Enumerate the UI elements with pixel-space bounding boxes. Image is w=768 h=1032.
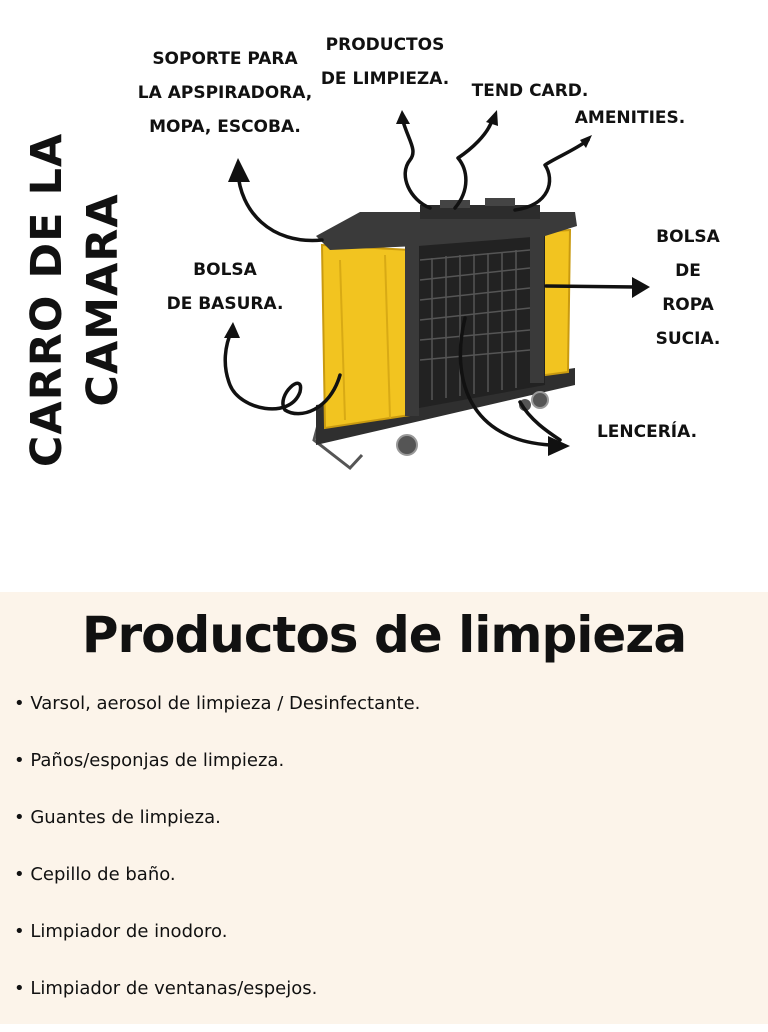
list-item: • Paños/esponjas de limpieza.: [14, 750, 285, 771]
label-bolsa-ropa: BOLSA DE ROPA SUCIA.: [655, 227, 721, 349]
supplies-caddy: [420, 205, 540, 219]
products-title: Productos de limpieza: [81, 606, 687, 664]
label-lenceria: LENCERÍA.: [596, 422, 698, 442]
wheel-back-right: [531, 391, 549, 409]
arrow-bolsa-ropa: [544, 284, 640, 289]
arrow-productos: [400, 116, 432, 210]
diagram-section: CARRO DE LA CAMARA: [22, 35, 721, 471]
list-item: • Cepillo de baño.: [14, 864, 176, 885]
products-list: • Varsol, aerosol de limpieza / Desinfec…: [14, 690, 420, 1032]
arrow-amenities: [513, 138, 590, 212]
arrow-soporte: [236, 170, 324, 243]
label-tend-card: TEND CARD.: [471, 81, 589, 101]
arrow-tend-card: [453, 116, 495, 210]
arrow-lenceria-2: [518, 400, 562, 442]
cart-cabinet: [408, 228, 545, 410]
label-amenities: AMENITIES.: [574, 108, 686, 128]
list-item: • Limpiador de inodoro.: [14, 921, 228, 942]
wheel-front-left: [396, 434, 418, 456]
arrow-lenceria-1: [458, 316, 552, 447]
list-item: • Guantes de limpieza.: [14, 807, 221, 828]
label-soporte: SOPORTE PARA LA APSPIRADORA, MOPA, ESCOB…: [137, 49, 313, 137]
cart-top-tray: [316, 212, 577, 250]
label-bolsa-basura: BOLSA DE BASURA.: [166, 260, 284, 314]
label-productos: PRODUCTOS DE LIMPIEZA.: [320, 35, 450, 89]
list-item: • Limpiador de ventanas/espejos.: [14, 978, 318, 999]
trash-bag: [320, 243, 411, 430]
products-section: Productos de limpieza • Varsol, aerosol …: [0, 592, 768, 1024]
arrow-bolsa-basura: [223, 328, 342, 416]
arrow-heads: [224, 110, 650, 456]
list-item: • Varsol, aerosol de limpieza / Desinfec…: [14, 693, 421, 714]
cart-illustration: [223, 110, 650, 471]
